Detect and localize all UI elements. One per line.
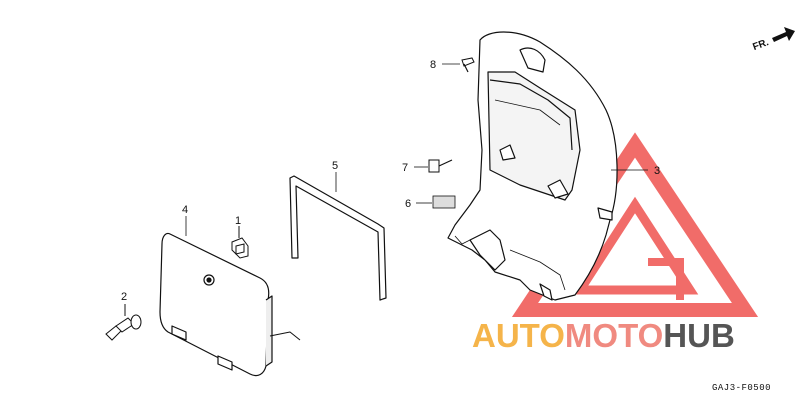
part-3-inner-cover	[447, 31, 618, 301]
callout-5: 5	[332, 160, 338, 172]
direction-label: FR.	[751, 37, 770, 53]
callout-3: 3	[654, 165, 660, 177]
callout-8: 8	[430, 59, 436, 71]
part-8-screw	[442, 57, 475, 73]
callout-1: 1	[235, 215, 241, 227]
arrow-icon	[772, 27, 795, 42]
callout-7: 7	[402, 162, 408, 174]
part-2-key-cylinder	[105, 304, 142, 341]
drawing-code: GAJ3-F0500	[712, 383, 771, 393]
front-direction-indicator: FR.	[751, 27, 795, 53]
part-6-label	[416, 195, 456, 209]
part-5-seal	[289, 172, 387, 301]
part-7-bolt	[414, 159, 453, 173]
callout-6: 6	[405, 198, 411, 210]
watermark-wordmark: AUTOMOTOHUB	[472, 317, 735, 354]
callout-2: 2	[121, 291, 127, 303]
part-1-clip	[231, 226, 249, 259]
watermark-text: AUTOMOTOHUB	[472, 317, 735, 354]
part-4-lid	[159, 216, 301, 377]
callout-4: 4	[182, 204, 188, 216]
